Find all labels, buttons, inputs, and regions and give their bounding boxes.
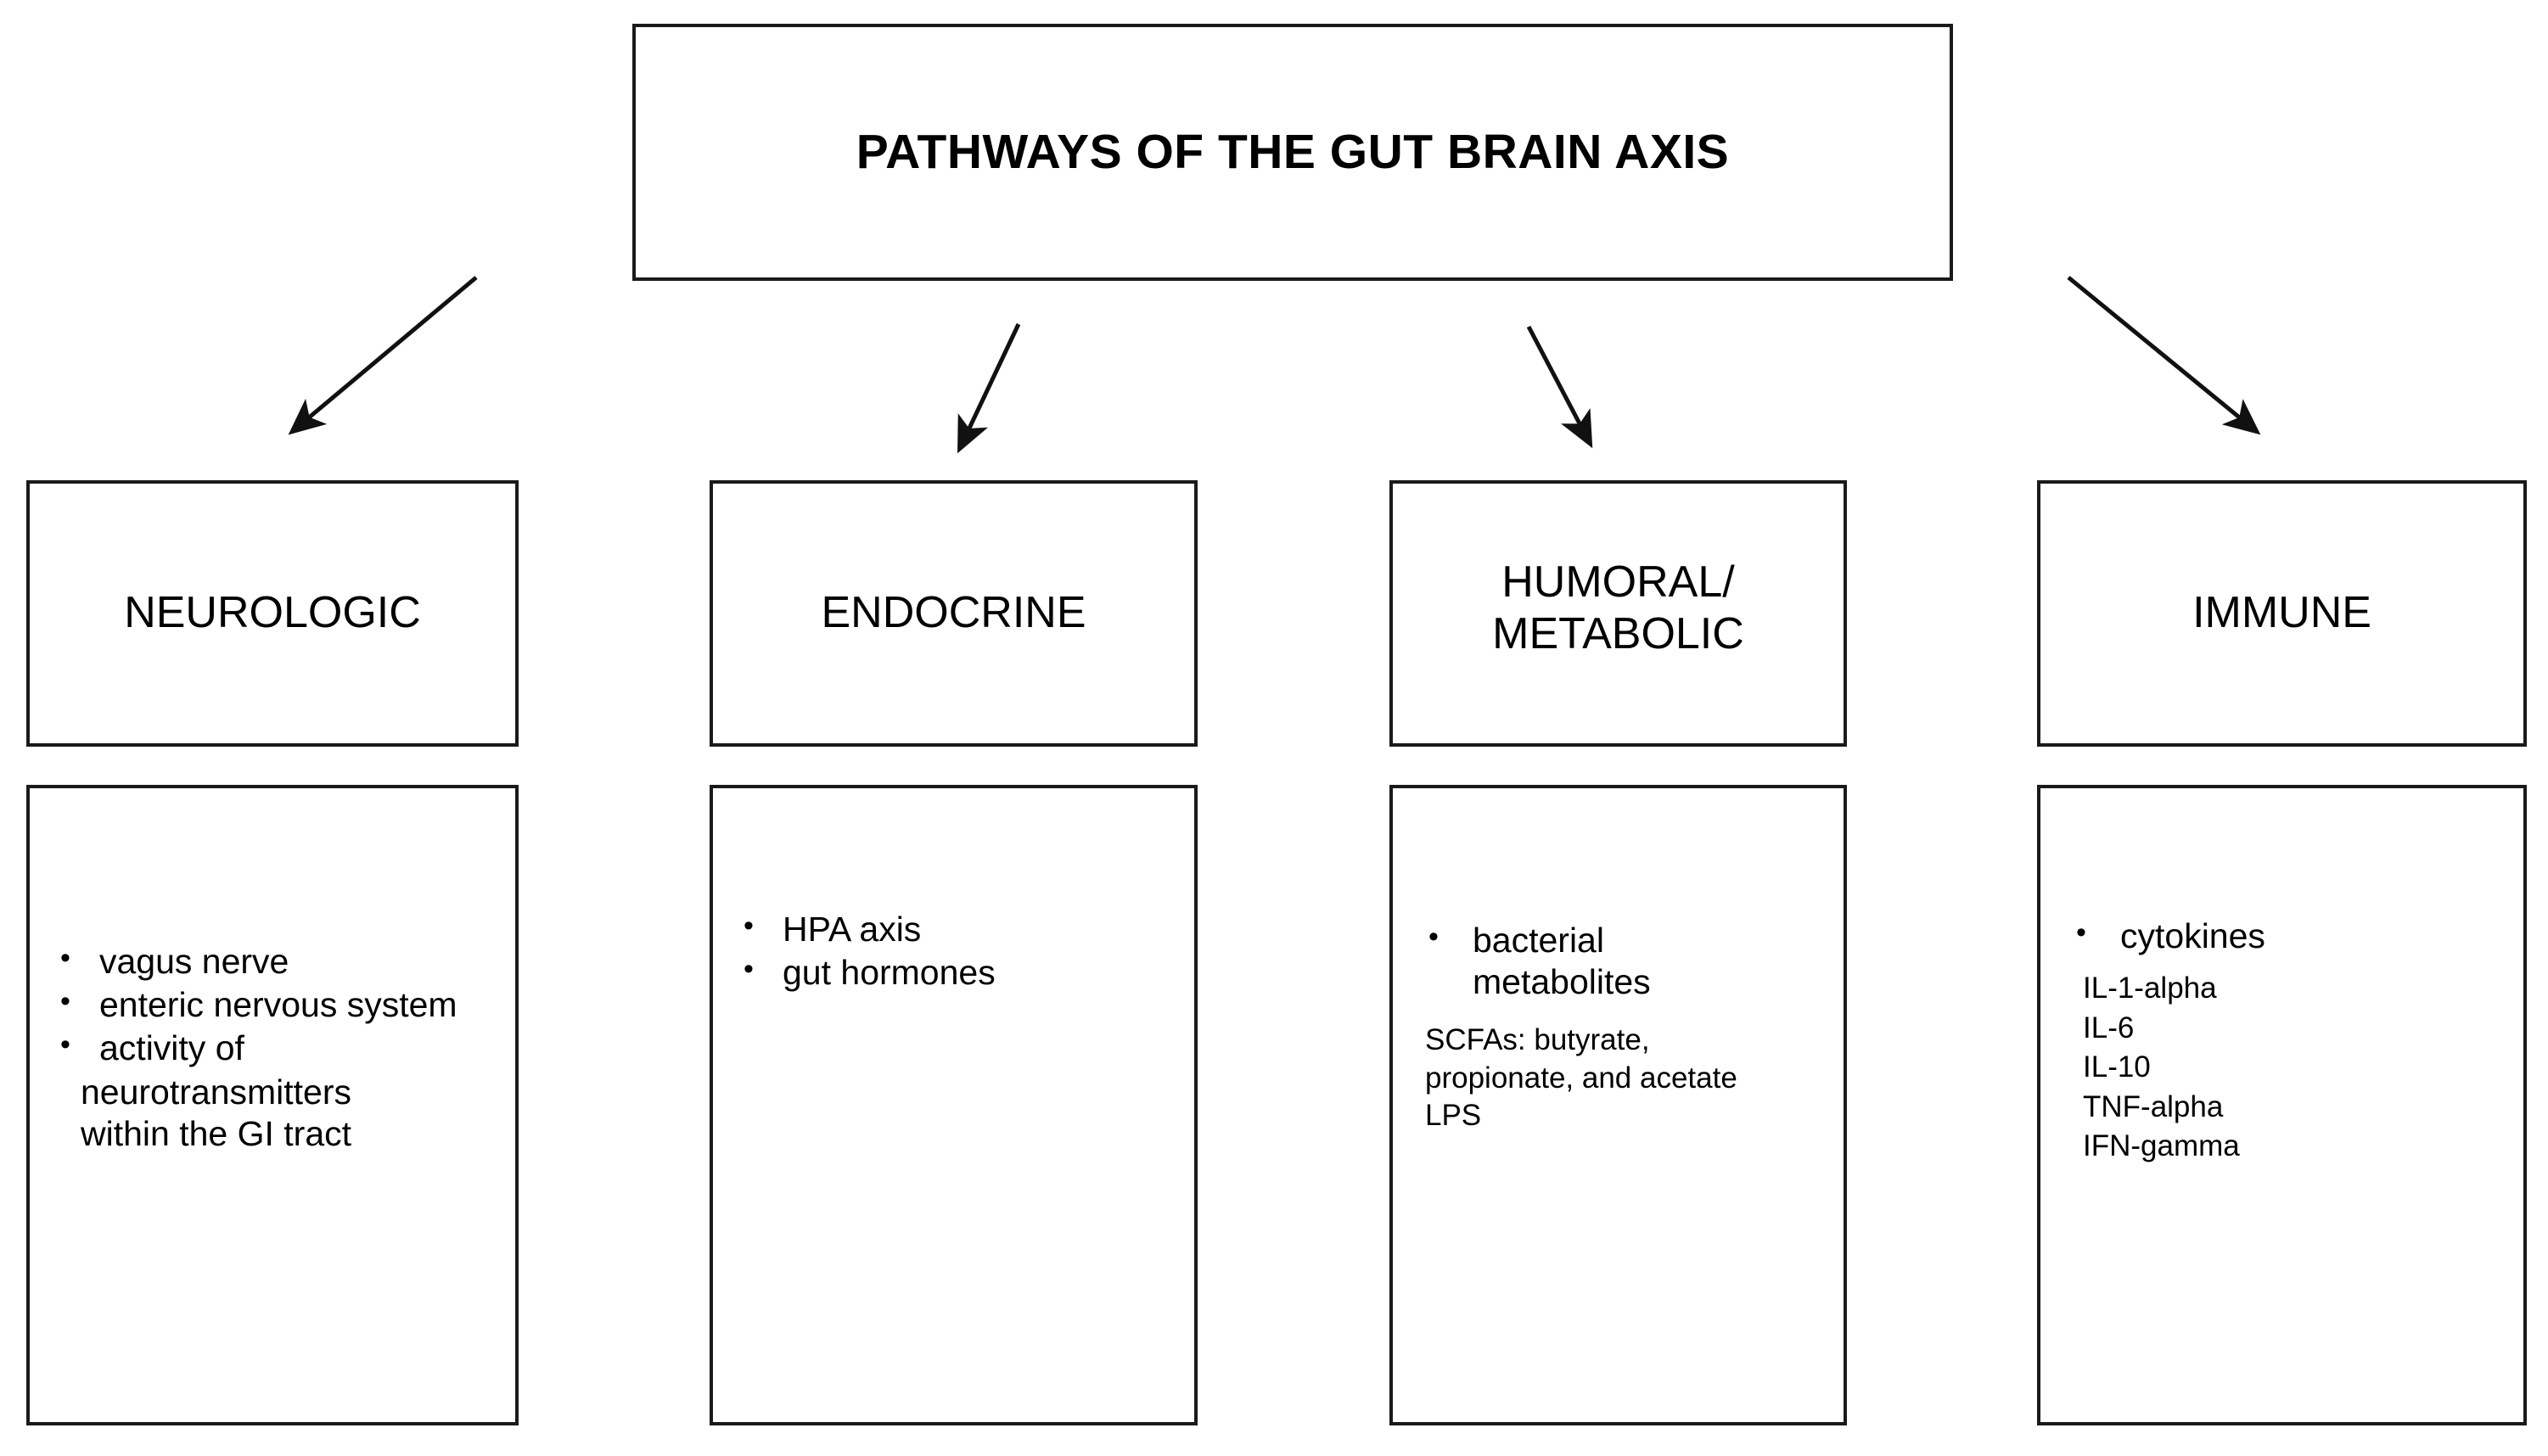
sub-text-line: propionate, and acetate <box>1425 1061 1737 1095</box>
arrow-to-immune <box>2067 276 2261 435</box>
sub-text-line: SCFAs: butyrate, <box>1425 1023 1650 1057</box>
bullet-item: activity of <box>48 1026 500 1069</box>
arrow-to-neurologic <box>288 276 478 435</box>
bullet-item: cytokines <box>2061 914 2508 957</box>
sub-text-line: IFN-gamma <box>2083 1129 2240 1163</box>
bullet-list-neurologic: vagus nerveenteric nervous systemactivit… <box>48 939 500 1070</box>
category-box-endocrine: ENDOCRINE <box>710 480 1198 747</box>
bullet-item: gut hormones <box>732 950 1179 994</box>
category-label-immune: IMMUNE <box>2192 588 2371 638</box>
content-box-immune: cytokines IL-1-alphaIL-6IL-10TNF-alphaIF… <box>2037 785 2527 1425</box>
bullet-item: bacterial metabolites <box>1413 918 1828 1003</box>
diagram-title: PATHWAYS OF THE GUT BRAIN AXIS <box>856 125 1730 180</box>
bullet-list-humoral-metabolic: bacterial metabolites <box>1413 918 1828 1003</box>
category-label-humoral-metabolic: HUMORAL/ METABOLIC <box>1492 557 1744 658</box>
bullet-item: enteric nervous system <box>48 983 500 1026</box>
sub-text-line: LPS <box>1425 1099 1482 1133</box>
category-label-neurologic: NEUROLOGIC <box>124 588 421 638</box>
bullet-list-endocrine: HPA axisgut hormones <box>732 907 1179 994</box>
title-box: PATHWAYS OF THE GUT BRAIN AXIS <box>632 24 1953 281</box>
content-inner-immune: cytokines IL-1-alphaIL-6IL-10TNF-alphaIF… <box>2040 914 2523 1167</box>
content-box-neurologic: vagus nerveenteric nervous systemactivit… <box>26 785 519 1425</box>
bullet-wrap-line: within the GI tract <box>81 1113 352 1153</box>
category-box-humoral-metabolic: HUMORAL/ METABOLIC <box>1389 480 1847 747</box>
bullet-list-immune: cytokines <box>2061 914 2508 957</box>
content-inner-endocrine: HPA axisgut hormones <box>713 907 1194 995</box>
arrow-to-humoral-metabolic <box>1526 325 1593 449</box>
bullet-item: vagus nerve <box>48 939 500 983</box>
content-box-humoral-metabolic: bacterial metabolites SCFAs: butyrate, pr… <box>1389 785 1847 1425</box>
bullet-wrap-line: neurotransmitters <box>81 1072 352 1112</box>
sub-text-line: IL-6 <box>2083 1011 2135 1044</box>
sub-text-line: IL-1-alpha <box>2083 972 2217 1005</box>
bullet-item: HPA axis <box>732 907 1179 950</box>
content-inner-humoral-metabolic: bacterial metabolites SCFAs: butyrate, pr… <box>1393 918 1844 1135</box>
sub-text-line: TNF-alpha <box>2083 1089 2224 1123</box>
content-inner-neurologic: vagus nerveenteric nervous systemactivit… <box>30 939 515 1155</box>
content-box-endocrine: HPA axisgut hormones <box>710 785 1198 1425</box>
category-box-immune: IMMUNE <box>2037 480 2527 747</box>
arrow-to-endocrine <box>957 322 1021 454</box>
sub-text-line: IL-10 <box>2083 1050 2151 1084</box>
category-box-neurologic: NEUROLOGIC <box>26 480 519 747</box>
category-label-endocrine: ENDOCRINE <box>821 588 1086 638</box>
